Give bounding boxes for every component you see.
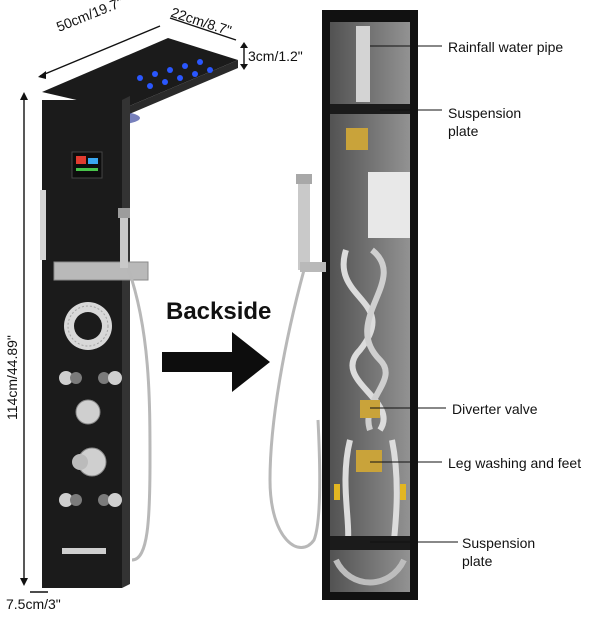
temperature-display-icon bbox=[71, 151, 103, 179]
backside-label: Backside bbox=[166, 298, 272, 325]
body-jets-row-1 bbox=[59, 371, 122, 385]
led-light-icon bbox=[137, 59, 213, 89]
suspension-plate-top bbox=[330, 104, 410, 114]
rainfall-head bbox=[42, 38, 238, 110]
leg-washing-valve bbox=[356, 450, 382, 472]
shower-hose bbox=[126, 267, 152, 562]
dimension-height: 114cm/44.89" bbox=[4, 335, 20, 420]
body-jets-row-2 bbox=[59, 493, 122, 507]
suspension-plate-bottom bbox=[330, 536, 410, 550]
dimension-base-depth: 7.5cm/3" bbox=[6, 596, 61, 612]
selector-knob bbox=[75, 399, 101, 425]
hand-shower-icon bbox=[298, 180, 310, 270]
tub-spout-slot bbox=[62, 548, 106, 554]
handshower-holder bbox=[53, 261, 149, 281]
callout-leg-washing: Leg washing and feet bbox=[448, 455, 582, 471]
rainfall-pipe bbox=[356, 26, 370, 102]
diverter-valve bbox=[360, 400, 380, 418]
callout-rainfall-pipe: Rainfall water pipe bbox=[448, 39, 564, 55]
arrow-right-icon bbox=[162, 332, 270, 392]
callout-diverter-valve: Diverter valve bbox=[452, 401, 538, 417]
callout-suspension-plate-top: Suspension plate bbox=[448, 105, 522, 139]
dimension-head-thickness: 3cm/1.2" bbox=[248, 48, 303, 64]
callout-suspension-plate-bottom: Suspension plate bbox=[462, 535, 536, 569]
